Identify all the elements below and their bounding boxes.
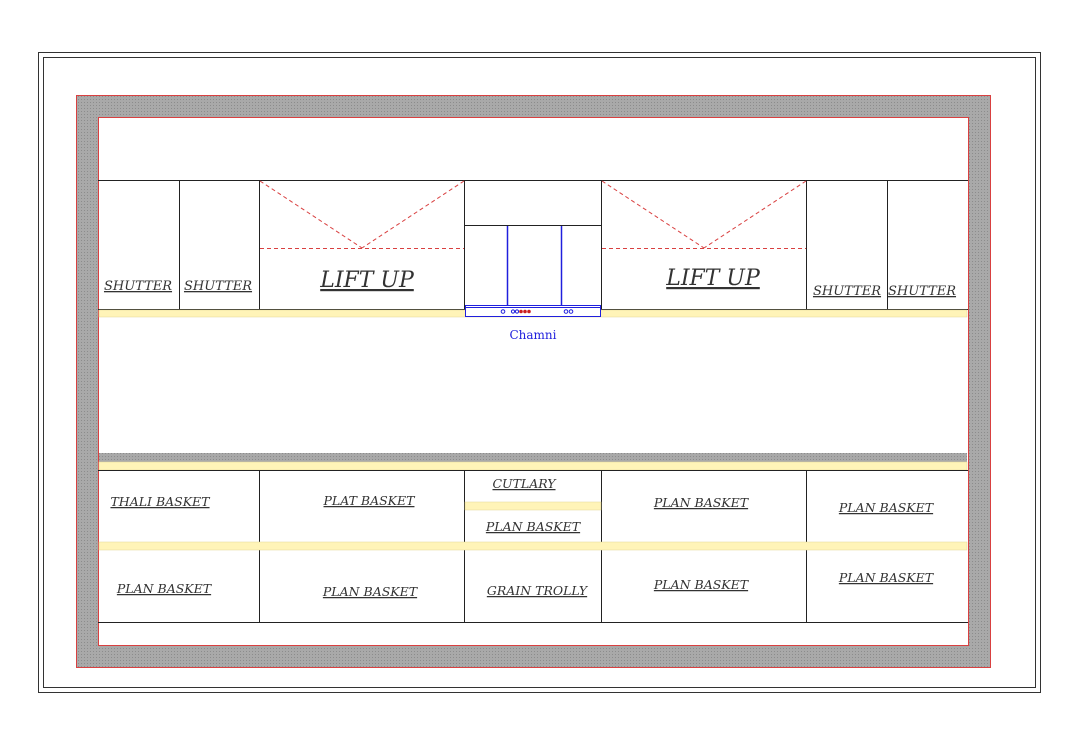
wall-outline xyxy=(76,95,991,668)
chimney xyxy=(465,226,601,317)
wall-bottom xyxy=(76,646,991,668)
wall-left xyxy=(76,95,98,668)
cutlary-label: CUTLARY xyxy=(492,476,557,491)
lift-up-label-2: LIFT UP xyxy=(665,266,761,291)
lower-mid-ledge xyxy=(98,541,968,551)
thali-basket-label: THALI BASKET xyxy=(110,494,211,509)
sheet-inner-border xyxy=(43,57,1036,688)
shutter-label-4: SHUTTER xyxy=(888,284,956,299)
lift-up-label-1: LIFT UP xyxy=(319,268,415,293)
counter-ledge xyxy=(98,461,968,471)
shutter-label-2: SHUTTER xyxy=(184,279,252,294)
chimney-label: Chamni xyxy=(509,328,556,342)
plat-basket-label: PLAT BASKET xyxy=(323,493,417,508)
plan-basket-row2-col4-label: PLAN BASKET xyxy=(653,577,750,592)
grain-trolly-label: GRAIN TROLLY xyxy=(487,583,589,598)
plan-basket-row2-col5-label: PLAN BASKET xyxy=(838,570,935,585)
wall-top xyxy=(76,95,991,117)
sheet-outer-border xyxy=(38,52,1041,693)
cutlary-divider xyxy=(464,501,602,511)
plan-basket-row1-col5-label: PLAN BASKET xyxy=(838,500,935,515)
room-outline xyxy=(98,117,969,646)
shutter-label-1: SHUTTER xyxy=(104,279,172,294)
shutter-label-3: SHUTTER xyxy=(813,284,881,299)
counter-top xyxy=(99,453,967,462)
plan-basket-row2-col2-label: PLAN BASKET xyxy=(322,584,419,599)
wall-right xyxy=(969,95,991,668)
plan-basket-row1-col4-label: PLAN BASKET xyxy=(653,495,750,510)
plan-basket-row2-col1-label: PLAN BASKET xyxy=(116,581,213,596)
lift-up-markings xyxy=(259,180,807,249)
lower-cabinets xyxy=(98,470,968,623)
plan-basket-mid-label: PLAN BASKET xyxy=(485,519,582,534)
